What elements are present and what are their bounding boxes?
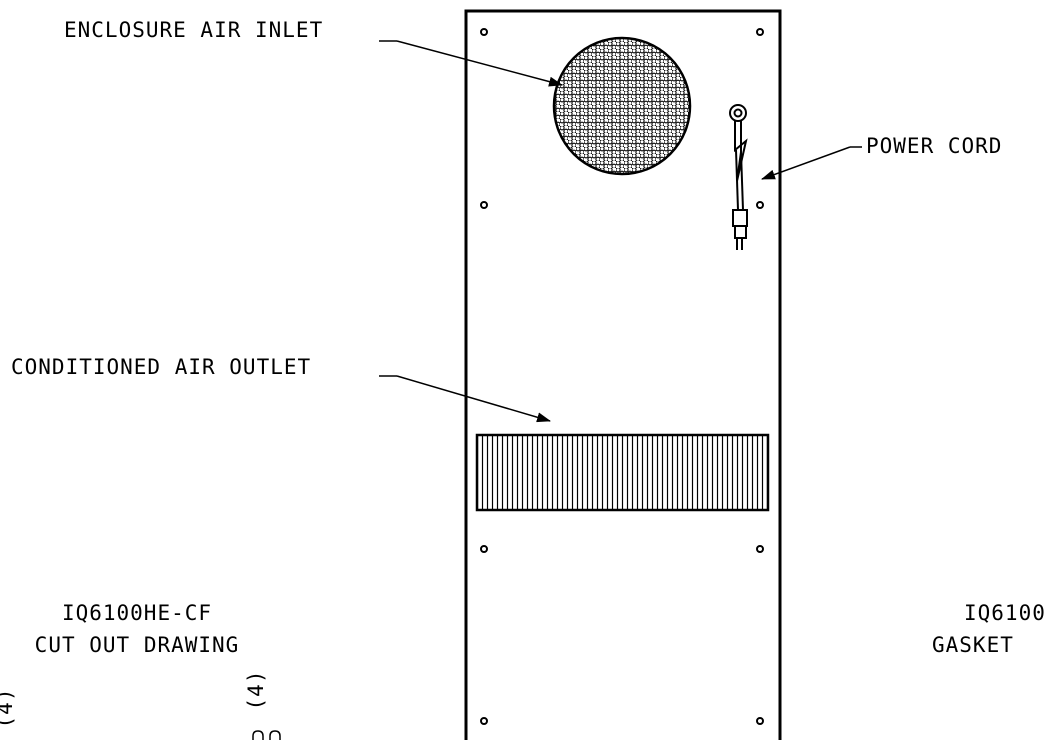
leader-conditioned-air-outlet — [379, 375, 551, 423]
mounting-holes — [480, 28, 764, 725]
label-enclosure-air-inlet: ENCLOSURE AIR INLET — [64, 18, 323, 42]
cutout-hole-partial — [252, 730, 281, 740]
cutout-model-label: IQ6100HE-CF — [62, 601, 212, 625]
leader-enclosure-air-inlet — [379, 40, 563, 87]
mounting-hole — [480, 545, 488, 553]
quantity-note: (4) — [0, 688, 17, 729]
air-outlet-louver — [475, 433, 770, 512]
unit-outline — [464, 9, 782, 740]
mounting-hole — [756, 28, 764, 36]
label-conditioned-air-outlet: CONDITIONED AIR OUTLET — [11, 355, 311, 379]
mounting-hole — [756, 717, 764, 725]
mounting-hole — [756, 545, 764, 553]
mounting-hole — [480, 201, 488, 209]
cutout-title-label: CUT OUT DRAWING — [35, 633, 240, 657]
power-cord-icon — [729, 104, 748, 250]
mounting-hole — [480, 717, 488, 725]
air-inlet-grille — [552, 36, 692, 176]
quantity-note: (4) — [244, 670, 268, 711]
gasket-title-label: GASKET — [932, 633, 1014, 657]
leader-power-cord — [761, 146, 862, 180]
label-power-cord: POWER CORD — [866, 134, 1002, 158]
mounting-hole — [756, 201, 764, 209]
gasket-model-label: IQ6100 — [964, 601, 1046, 625]
mounting-hole — [480, 28, 488, 36]
